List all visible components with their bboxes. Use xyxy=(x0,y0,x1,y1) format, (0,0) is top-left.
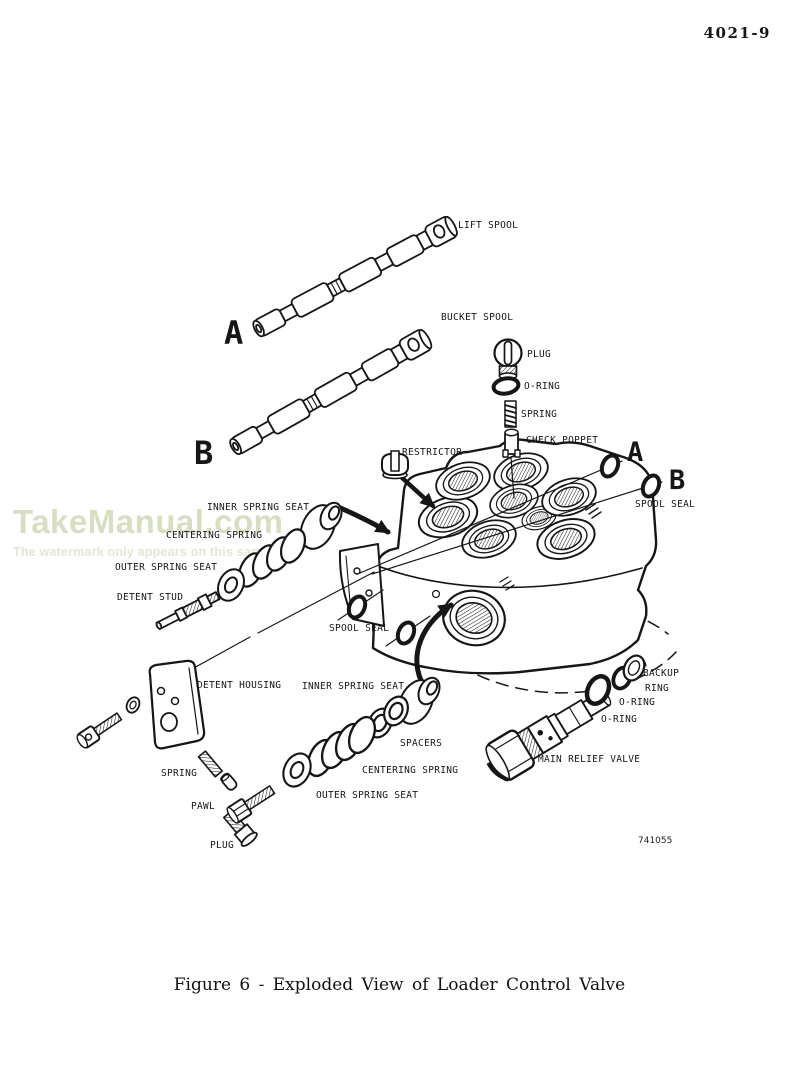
label-detent-housing: DETENT HOUSING xyxy=(197,680,281,691)
spring-top-drawing xyxy=(504,400,517,428)
label-centering-spring-lower: CENTERING SPRING xyxy=(362,765,458,776)
label-plug-top: PLUG xyxy=(527,349,551,360)
seal-leader-lines xyxy=(191,457,663,670)
label-spool-seal-mid: SPOOL SEAL xyxy=(329,623,389,634)
check-poppet-drawing xyxy=(502,428,521,458)
backup-ring-drawing xyxy=(622,654,647,682)
label-inner-spring-seat-upper: INNER SPRING SEAT xyxy=(207,502,309,513)
label-outer-spring-seat-upper: OUTER SPRING SEAT xyxy=(115,562,217,573)
label-bucket-spool: BUCKET SPOOL xyxy=(441,312,513,323)
label-o-ring-right-upper: O-RING xyxy=(619,697,655,708)
label-restrictor: RESTRICTOR xyxy=(402,447,462,458)
label-spool-a: A xyxy=(224,314,243,352)
label-backup-ring-1: BACKUP xyxy=(643,668,679,679)
spool-seal-b-drawing xyxy=(640,473,662,499)
label-o-ring-right-lower: O-RING xyxy=(601,714,637,725)
figure-caption: Figure 6 - Exploded View of Loader Contr… xyxy=(173,975,626,995)
artwork-number: 741055 xyxy=(638,836,672,846)
housing-washer-drawing xyxy=(125,696,141,714)
diagram-labels: LIFT SPOOL A BUCKET SPOOL B PLUG O-RING … xyxy=(115,220,695,851)
detent-stud-drawing xyxy=(155,591,221,631)
plug-top-drawing xyxy=(493,338,523,380)
label-spool-seal-right: SPOOL SEAL xyxy=(635,499,695,510)
label-check-poppet: CHECK POPPET xyxy=(526,435,598,446)
hex-screw-drawing xyxy=(226,785,276,824)
label-spring-top: SPRING xyxy=(521,409,557,420)
label-seal-b: B xyxy=(669,465,685,496)
label-spring-lower: SPRING xyxy=(161,768,197,779)
housing-bolt-drawing xyxy=(76,712,123,749)
detent-housing-drawing xyxy=(148,659,206,750)
label-inner-spring-seat-lower: INNER SPRING SEAT xyxy=(302,681,404,692)
spool-seal-mid-drawings xyxy=(346,594,417,646)
lift-spool-drawing xyxy=(248,213,461,342)
label-spacers: SPACERS xyxy=(400,738,442,749)
restrictor-drawing xyxy=(381,450,409,480)
label-pawl: PAWL xyxy=(191,801,215,812)
main-relief-valve-drawing xyxy=(485,690,612,782)
label-centering-spring-upper: CENTERING SPRING xyxy=(166,530,262,541)
label-main-relief-valve: MAIN RELIEF VALVE xyxy=(538,754,640,765)
label-plug-lower: PLUG xyxy=(210,840,234,851)
label-lift-spool: LIFT SPOOL xyxy=(458,220,518,231)
page-number: 4021-9 xyxy=(703,24,771,42)
label-detent-stud: DETENT STUD xyxy=(117,592,183,603)
pawl-drawing xyxy=(220,772,238,791)
spool-seal-a-drawing xyxy=(599,453,621,479)
o-ring-right-lower-drawing xyxy=(584,673,612,707)
label-spool-b: B xyxy=(194,434,213,472)
label-backup-ring-2: RING xyxy=(645,683,669,694)
detent-spring-drawing xyxy=(197,750,223,778)
label-seal-a: A xyxy=(627,437,643,468)
o-ring-top-drawing xyxy=(491,376,521,396)
bucket-spool-drawing xyxy=(225,326,436,460)
label-outer-spring-seat-lower: OUTER SPRING SEAT xyxy=(316,790,418,801)
label-o-ring-top: O-RING xyxy=(524,381,560,392)
